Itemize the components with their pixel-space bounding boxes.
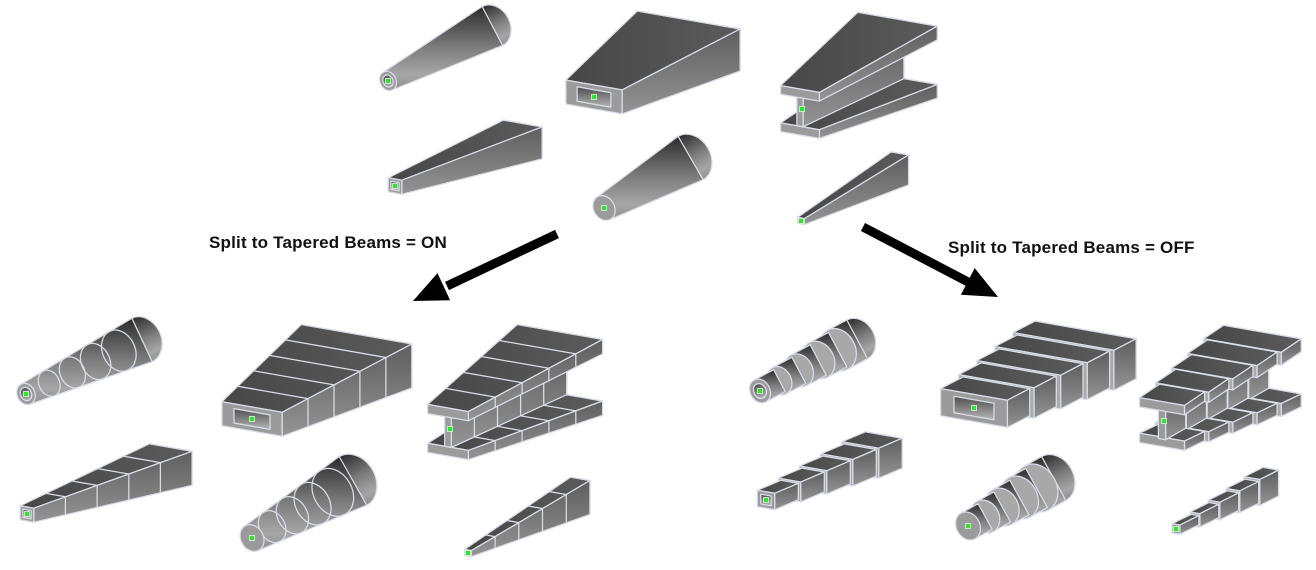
origin-marker — [1173, 526, 1179, 532]
split-off-arrow-shaft — [860, 223, 973, 287]
origin-marker — [763, 497, 769, 503]
origin-marker — [249, 535, 255, 541]
origin-marker — [971, 405, 977, 411]
origin-marker — [392, 183, 398, 189]
origin-marker — [23, 391, 29, 397]
origin-marker — [465, 550, 471, 556]
split-off-arrow-head — [960, 268, 998, 297]
beam-original-circular-tube — [378, 4, 512, 92]
origin-marker — [757, 388, 763, 394]
beam-split-off-circular-tube — [748, 317, 877, 404]
split-off-arrow — [860, 223, 998, 297]
origin-marker — [799, 106, 805, 112]
origin-marker — [591, 94, 597, 100]
beam-split-on-square-tube — [19, 443, 193, 523]
beam-split-on-i-beam — [426, 323, 604, 461]
origin-marker — [1161, 418, 1167, 424]
origin-marker — [798, 218, 804, 224]
beam-split-off-square-tube — [756, 431, 903, 511]
split-off-label: Split to Tapered Beams = OFF — [948, 238, 1195, 257]
beam-split-off-i-beam — [1138, 324, 1302, 452]
beam-original-square-tube — [387, 119, 543, 195]
beam-original-flat-bar — [796, 151, 910, 226]
origin-marker — [385, 78, 391, 84]
beam-original-rectangular-tube — [565, 10, 741, 115]
beam-split-off-rectangular-tube — [939, 320, 1137, 429]
origin-marker — [249, 416, 255, 422]
beam-split-off-flat-bar — [1171, 466, 1280, 535]
split-on-arrow-head — [413, 273, 451, 301]
origin-marker — [447, 426, 453, 432]
beam-split-on-rectangular-tube — [221, 323, 413, 437]
beam-split-on-circular-tube — [16, 316, 163, 406]
origin-marker — [965, 523, 971, 529]
beam-split-off-round-bar — [954, 453, 1076, 541]
split-on-arrow-shaft — [445, 229, 559, 291]
split-on-arrow — [413, 229, 559, 301]
beam-original-i-beam — [779, 11, 939, 140]
beam-original-round-bar — [592, 133, 713, 222]
origin-marker — [601, 205, 607, 211]
beam-split-on-flat-bar — [463, 476, 591, 558]
origin-marker — [24, 511, 30, 517]
beam-split-on-round-bar — [239, 453, 378, 552]
split-on-label: Split to Tapered Beams = ON — [209, 233, 447, 252]
